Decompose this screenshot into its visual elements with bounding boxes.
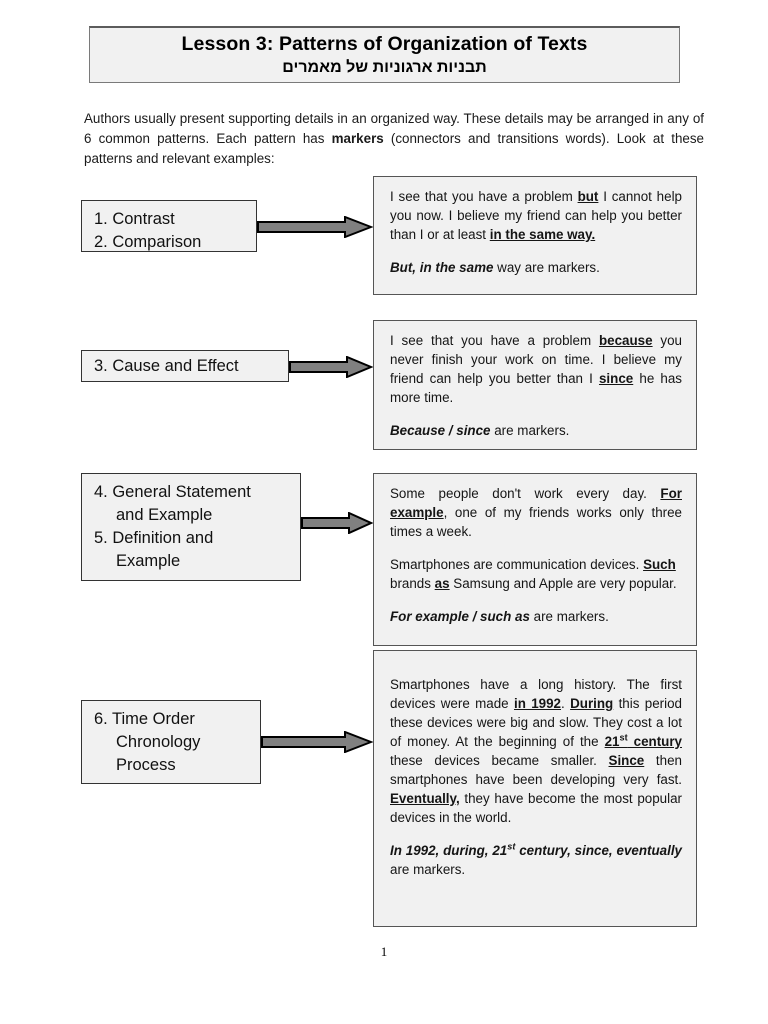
example-body-1: I see that you have a problem but I cann… [390, 187, 682, 244]
right-block-arrow-icon [257, 216, 373, 238]
marker-word: in the same way. [489, 227, 596, 242]
markers-bold: In 1992, during, 21st century, since, ev… [390, 841, 682, 858]
page-number: 1 [380, 944, 388, 959]
intro-text-part1: Authors usually present supporting detai… [84, 111, 704, 146]
marker-word: as [434, 576, 450, 591]
marker-word: Since [608, 753, 645, 768]
pattern-label-line: 6. Time Order [94, 710, 195, 728]
ordinal-suffix: st [507, 841, 516, 852]
pattern-label-box-1: 1. Contrast 2. Comparison [81, 200, 257, 252]
intro-paragraph: Authors usually present supporting detai… [84, 109, 704, 169]
example-text: he has more time. [390, 371, 682, 405]
pattern-label-line: Chronology [116, 733, 201, 751]
pattern-example-box-1: I see that you have a problem but I cann… [373, 176, 697, 295]
ordinal-rest: century [627, 734, 682, 749]
pattern-label-line: and Example [116, 506, 213, 524]
markers-bold: But, in the same [390, 260, 494, 275]
markers-bold: Because / since [390, 423, 491, 438]
example-text: , one of my friends works only three tim… [390, 505, 682, 539]
pattern-example-box-3: Some people don't work every day. For ex… [373, 473, 697, 646]
ordinal-suffix: st [619, 732, 628, 743]
markers-summary-1: But, in the same way are markers. [390, 258, 682, 277]
example-text: you never finish your work on time. I be… [390, 333, 683, 386]
marker-word-ordinal: 21st century [604, 732, 682, 749]
marker-word: since [598, 371, 634, 386]
pattern-label-line: Example [116, 552, 181, 570]
markers-rest: are markers. [529, 609, 609, 624]
pattern-label-line: 1. Contrast [94, 210, 175, 228]
pattern-label-box-2: 3. Cause and Effect [81, 350, 289, 382]
intro-text-part2: (connectors and transitions words). Look… [84, 131, 704, 166]
right-block-arrow-icon [289, 356, 373, 378]
markers-summary-4: In 1992, during, 21st century, since, ev… [390, 841, 682, 879]
example-text: then smartphones have been developing ve… [390, 753, 682, 787]
pattern-example-box-4: Smartphones have a long history. The fir… [373, 650, 697, 927]
page-title: Lesson 3: Patterns of Organization of Te… [181, 33, 588, 56]
pattern-label-line: 3. Cause and Effect [94, 357, 239, 375]
example-body-3a: Some people don't work every day. For ex… [390, 484, 682, 541]
markers-summary-2: Because / since are markers. [390, 421, 682, 440]
example-text: brands [390, 576, 435, 591]
marker-word: in 1992 [513, 696, 562, 711]
markers-bold-part1: In 1992, during, 21 [390, 843, 508, 858]
intro-markers-bold: markers [331, 131, 384, 146]
example-text: I see that you have a problem [390, 333, 599, 348]
example-text: these devices became smaller. [390, 753, 609, 768]
lesson-title-box: Lesson 3: Patterns of Organization of Te… [89, 26, 680, 83]
markers-bold: For example / such as [390, 609, 530, 624]
example-text: . [561, 696, 571, 711]
marker-word: For example [390, 486, 682, 520]
right-block-arrow-icon [261, 731, 373, 753]
pattern-label-line: 4. General Statement [94, 483, 251, 501]
example-text: Samsung and Apple are very popular. [449, 576, 677, 591]
pattern-label-box-4: 6. Time Order Chronology Process [81, 700, 261, 784]
pattern-label-line: Process [116, 756, 176, 774]
markers-rest: are markers. [390, 862, 466, 877]
markers-rest: are markers. [490, 423, 570, 438]
markers-summary-3: For example / such as are markers. [390, 607, 682, 626]
example-text: they have become the most popular device… [390, 791, 682, 825]
example-text: Smartphones are communication devices. [390, 557, 644, 572]
page-title-hebrew: תבניות ארגוניות של מאמרים [282, 58, 487, 76]
marker-word: but [577, 189, 599, 204]
marker-word: because [598, 333, 653, 348]
example-body-3b: Smartphones are communication devices. S… [390, 555, 682, 593]
marker-word: During [570, 696, 614, 711]
example-text: I see that you have a problem [390, 189, 578, 204]
example-text: I cannot help you now. I believe my frie… [390, 189, 682, 242]
pattern-example-box-2: I see that you have a problem because yo… [373, 320, 697, 450]
example-body-2: I see that you have a problem because yo… [390, 331, 682, 407]
pattern-label-line: 5. Definition and [94, 529, 214, 547]
right-block-arrow-icon [301, 512, 373, 534]
markers-rest: way are markers. [493, 260, 600, 275]
example-text: Smartphones have a long history. The fir… [390, 677, 682, 711]
marker-word: Such [643, 557, 676, 572]
example-body-4: Smartphones have a long history. The fir… [390, 675, 682, 827]
marker-word: Eventually, [390, 791, 460, 806]
pattern-label-box-3: 4. General Statement and Example 5. Defi… [81, 473, 301, 581]
ordinal-number: 21 [604, 734, 620, 749]
pattern-label-line: 2. Comparison [94, 233, 202, 251]
example-text: Some people don't work every day. [390, 486, 661, 501]
example-text: this period these devices were big and s… [390, 696, 682, 749]
markers-bold-part2: century, since, eventually [515, 843, 682, 858]
